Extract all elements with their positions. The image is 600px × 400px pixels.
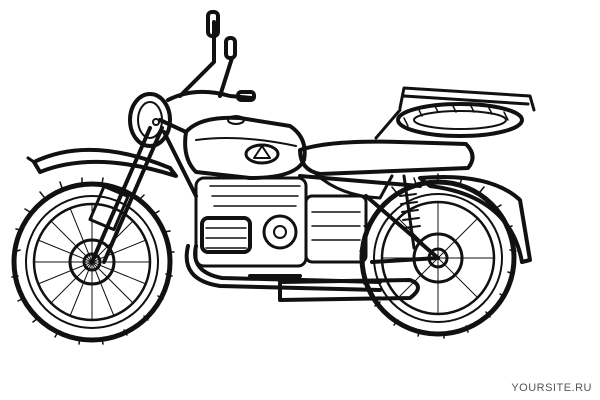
rear-fender bbox=[418, 174, 532, 264]
left-mirror bbox=[206, 10, 220, 38]
handlebar bbox=[166, 10, 256, 102]
watermark: YOURSITE.RU bbox=[511, 382, 592, 394]
cooling-fins bbox=[209, 185, 301, 207]
exhaust-pipe bbox=[184, 244, 420, 302]
front-fender bbox=[32, 147, 178, 178]
valve-cover bbox=[200, 216, 252, 254]
spare-tire bbox=[396, 102, 524, 138]
frame bbox=[158, 118, 440, 264]
fork-gaiter bbox=[88, 184, 130, 232]
seat bbox=[298, 139, 475, 176]
handlebar-grip bbox=[236, 90, 256, 102]
tank-emblem bbox=[244, 143, 280, 165]
right-mirror bbox=[224, 36, 237, 60]
fuel-tank bbox=[183, 115, 307, 180]
front-fork bbox=[88, 126, 164, 264]
luggage-rack bbox=[374, 86, 536, 140]
muffler bbox=[278, 278, 420, 302]
engine bbox=[194, 176, 368, 268]
rear-shock-absorber bbox=[399, 174, 421, 250]
fuel-cap bbox=[227, 115, 245, 125]
triangle-logo-icon bbox=[253, 145, 271, 159]
